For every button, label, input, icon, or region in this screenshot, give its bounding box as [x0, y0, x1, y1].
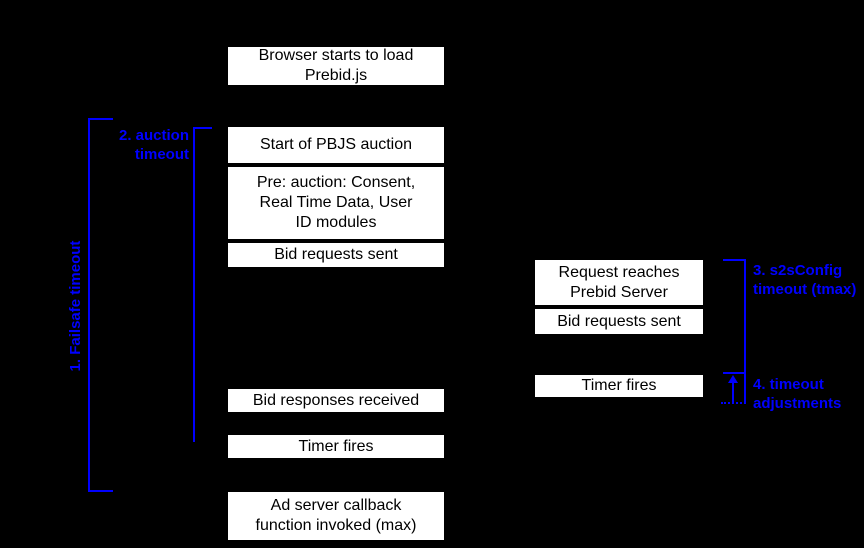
auction-timeout-label: 2. auction timeout: [118, 127, 189, 163]
box-start-of-pbjs-auction: Start of PBJS auction: [226, 125, 446, 165]
box-browser-starts-load: Browser starts to load Prebid.js: [226, 45, 446, 87]
timeout-adjustment-dotted-line: [721, 402, 746, 404]
s2sconfig-timeout-label: 3. s2sConfig timeout (tmax): [753, 262, 857, 298]
box-timer-fires: Timer fires: [226, 433, 446, 460]
failsafe-bracket-tick-top: [88, 118, 113, 120]
s2s-bracket-tick-middle: [723, 372, 746, 374]
failsafe-timeout-label: 1. Failsafe timeout: [67, 240, 84, 372]
box-pre-auction-modules: Pre: auction: Consent, Real Time Data, U…: [226, 165, 446, 241]
box-request-reaches-prebid-server: Request reaches Prebid Server: [533, 258, 705, 307]
s2s-bracket-line: [744, 259, 746, 404]
failsafe-bracket-line: [88, 118, 90, 492]
auction-bracket-tick-top: [193, 127, 212, 129]
s2s-bracket-tick-top: [723, 259, 746, 261]
adjustment-arrow-up-icon: [728, 375, 738, 383]
timeout-adjustments-label: 4. timeout adjustments: [753, 376, 842, 412]
auction-bracket-line: [193, 127, 195, 442]
adjustment-arrow-shaft: [732, 382, 734, 402]
box-ad-server-callback: Ad server callback function invoked (max…: [226, 490, 446, 542]
box-bid-responses-received: Bid responses received: [226, 387, 446, 414]
box-bid-requests-sent: Bid requests sent: [226, 241, 446, 269]
failsafe-bracket-tick-bottom: [88, 490, 113, 492]
box-server-bid-requests-sent: Bid requests sent: [533, 307, 705, 336]
box-server-timer-fires: Timer fires: [533, 373, 705, 399]
